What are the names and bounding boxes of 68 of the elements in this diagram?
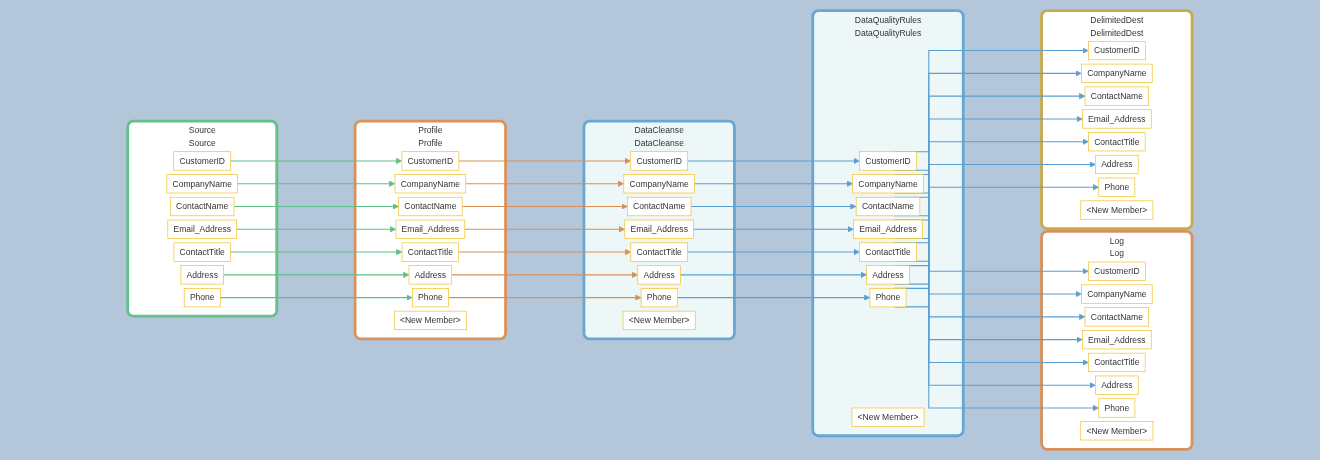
- node-box: CompanyName: [166, 174, 239, 194]
- node-box: ContactName: [627, 196, 692, 217]
- node-box: ContactName: [1084, 307, 1150, 327]
- node-box: <New Member>: [851, 407, 925, 427]
- node-box: ContactName: [170, 196, 235, 217]
- arrow: [233, 203, 399, 210]
- node-box: <New Member>: [394, 310, 467, 331]
- node-box: Address: [637, 265, 681, 285]
- node-box: CompanyName: [623, 174, 696, 194]
- arrow: [676, 294, 871, 301]
- node-box: ContactTitle: [401, 242, 460, 262]
- node-box: <New Member>: [1080, 421, 1154, 441]
- node-box: <New Member>: [622, 310, 696, 331]
- node-box: CompanyName: [1081, 284, 1153, 304]
- node-box: Email_Address: [624, 219, 695, 239]
- node-box: <New Member>: [1080, 200, 1154, 220]
- node-box: CustomerID: [630, 151, 689, 171]
- arrow: [236, 226, 397, 233]
- arrow: [461, 203, 628, 210]
- arrow: [693, 226, 854, 233]
- arrow: [458, 248, 632, 256]
- node-box: CompanyName: [394, 174, 467, 194]
- node-box: ContactTitle: [1088, 352, 1146, 373]
- node-box: ContactTitle: [859, 242, 917, 262]
- node-box: CustomerID: [401, 151, 460, 171]
- node-box: CustomerID: [173, 151, 232, 171]
- arrow: [690, 203, 857, 210]
- node-box: ContactName: [855, 196, 921, 217]
- node-box: CompanyName: [1081, 63, 1153, 83]
- node-box: ContactTitle: [630, 242, 688, 262]
- arrow: [464, 226, 626, 233]
- arrow: [458, 157, 632, 165]
- arrow: [465, 180, 625, 187]
- arrow: [223, 271, 410, 278]
- node-box: CompanyName: [852, 174, 924, 194]
- arrow: [687, 157, 860, 165]
- node-box: Email_Address: [853, 219, 923, 239]
- node-box: CustomerID: [859, 151, 917, 171]
- arrow: [447, 294, 642, 301]
- node-box: CustomerID: [1088, 261, 1146, 281]
- node-box: Phone: [869, 288, 907, 308]
- arrow: [687, 248, 861, 256]
- node-box: Address: [408, 265, 453, 285]
- node-box: Email_Address: [167, 219, 238, 239]
- node-box: Phone: [640, 288, 678, 308]
- node-box: Address: [180, 265, 225, 285]
- node-box: ContactTitle: [1088, 132, 1146, 152]
- node-box: Phone: [1098, 398, 1136, 418]
- node-box: Email_Address: [1082, 330, 1152, 350]
- node-box: Phone: [183, 288, 221, 308]
- node-box: Address: [1095, 154, 1139, 175]
- node-box: ContactName: [1084, 86, 1150, 106]
- node-box: CustomerID: [1088, 40, 1146, 61]
- node-box: Address: [1095, 375, 1139, 395]
- arrow: [680, 271, 868, 278]
- arrow: [219, 294, 413, 301]
- node-box: Phone: [1098, 177, 1136, 197]
- arrow: [451, 271, 639, 278]
- arrow: [237, 180, 396, 187]
- arrow: [230, 157, 403, 165]
- node-box: Phone: [412, 288, 449, 308]
- arrow: [694, 180, 853, 187]
- arrow: [230, 248, 403, 256]
- node-box: Email_Address: [395, 219, 466, 239]
- node-box: ContactName: [398, 196, 463, 217]
- node-box: Email_Address: [1082, 109, 1152, 129]
- node-box: Address: [866, 265, 910, 285]
- node-box: ContactTitle: [173, 242, 232, 262]
